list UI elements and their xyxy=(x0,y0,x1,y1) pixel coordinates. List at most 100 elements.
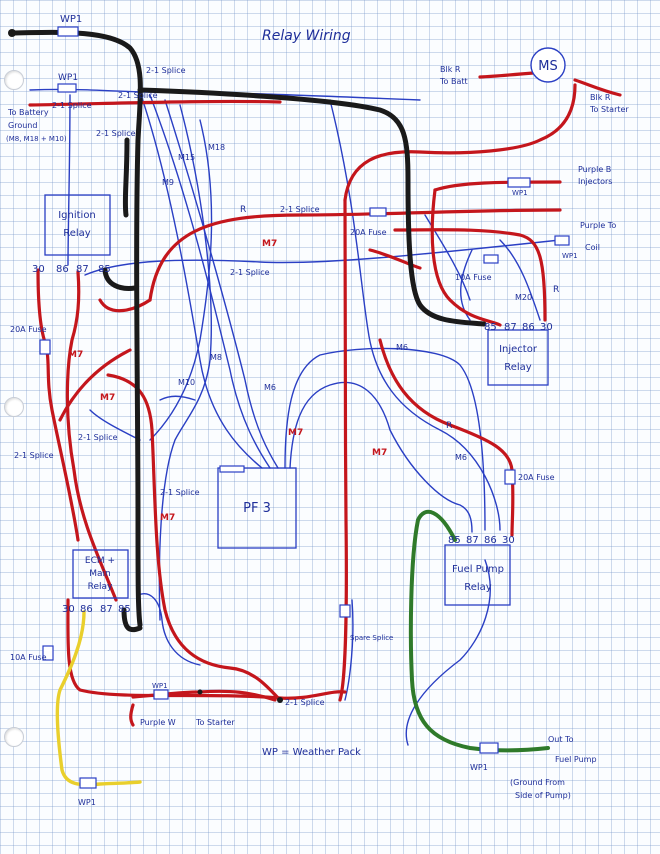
fuse-label: 10A Fuse xyxy=(455,273,492,282)
r-label: R xyxy=(240,205,246,215)
splice-label: 2-1 Splice xyxy=(52,101,92,110)
fuse-label: 20A Fuse xyxy=(350,228,387,237)
red-wire-label: M7 xyxy=(68,350,83,360)
injector-relay-label-1: Injector xyxy=(499,344,538,355)
black-ground-wires xyxy=(9,29,487,633)
blue-wire xyxy=(344,599,354,701)
splice-label: 2-1 Splice xyxy=(160,488,200,497)
wire-id-label: M8 xyxy=(210,353,222,362)
fuse-holder xyxy=(504,469,516,485)
fuse-label: 10A Fuse xyxy=(10,653,47,662)
r-label: R xyxy=(553,285,559,295)
splice-label: 2-1 Splice xyxy=(280,205,320,214)
splice-label: 2-1 Splice xyxy=(78,433,118,442)
red-wire xyxy=(198,689,277,702)
wire-id-label: M6 xyxy=(396,343,408,352)
ignition-relay-box xyxy=(44,194,111,256)
red-wire xyxy=(106,373,282,702)
wire-id-label: M9 xyxy=(162,178,174,187)
splice-label: 2-1 Splice xyxy=(230,268,270,277)
to-battery-ground-label-1: To Battery xyxy=(7,108,49,117)
injector-relay-pin-87: 87 xyxy=(504,322,517,333)
black-wire xyxy=(121,607,143,633)
ignition-relay-pin-87: 87 xyxy=(76,264,89,275)
wire-id-label: M6 xyxy=(455,453,467,462)
r-label: R xyxy=(446,421,452,431)
blue-signal-wires xyxy=(29,88,561,746)
splice-label: 2-1 Splice xyxy=(285,698,325,707)
wp-connector xyxy=(57,26,79,37)
blue-wire xyxy=(164,99,279,469)
ecm-main-relay: ECM + Main Relay 30 86 87 85 xyxy=(62,549,131,615)
blk-r-to-batt-label-2: To Batt xyxy=(439,77,468,86)
wp1-label: WP1 xyxy=(512,189,528,197)
wire-id-label: M20 xyxy=(515,293,532,302)
red-wire-label: M7 xyxy=(262,239,277,249)
ignition-relay: Ignition Relay 30 86 87 85 xyxy=(32,194,111,275)
red-wire-label: M7 xyxy=(100,393,115,403)
ecm-relay-pin-86: 86 xyxy=(80,604,93,615)
pf3-tab xyxy=(219,465,245,473)
red-wire xyxy=(368,248,422,270)
splice-point xyxy=(197,689,203,695)
ecm-relay-box xyxy=(72,549,129,599)
out-to-fuel-pump-label-1: Out To xyxy=(548,735,574,744)
ms-circle xyxy=(530,47,566,83)
red-power-wires xyxy=(28,70,622,727)
to-battery-ground-label-2: Ground xyxy=(8,121,37,130)
fuse-holder xyxy=(42,645,54,661)
ignition-relay-pin-30: 30 xyxy=(32,264,45,275)
purple-b-label-1: Purple B xyxy=(578,165,611,174)
legend-note: WP = Weather Pack xyxy=(262,747,361,758)
fuse-holder xyxy=(39,339,51,355)
injector-relay-pin-85: 85 xyxy=(484,322,497,333)
wp1-label: WP1 xyxy=(60,14,82,25)
fuel-pump-relay-pin-86: 86 xyxy=(484,535,497,546)
purple-w-to-starter-label-2: To Starter xyxy=(195,718,235,727)
blue-wire xyxy=(137,593,201,666)
purple-b-label-2: Injectors xyxy=(578,177,612,186)
fuse-label: 20A Fuse xyxy=(518,473,555,482)
spare-splice-connector xyxy=(339,604,351,618)
binder-hole xyxy=(4,727,24,747)
wp1-label: WP1 xyxy=(562,252,578,260)
red-wire xyxy=(338,198,348,702)
blk-r-to-starter-label-2: To Starter xyxy=(589,105,629,114)
injector-relay-pin-86: 86 xyxy=(522,322,535,333)
red-wire-label: M7 xyxy=(372,448,387,458)
fuel-pump-relay-label-2: Relay xyxy=(464,582,492,593)
blue-wire xyxy=(67,94,71,266)
ecm-relay-pin-85: 85 xyxy=(118,604,131,615)
red-wire xyxy=(430,188,502,327)
wp-connector xyxy=(507,177,531,188)
wire-id-label: M6 xyxy=(264,383,276,392)
ignition-relay-label-1: Ignition xyxy=(58,210,96,221)
ecm-relay-label-1: ECM + xyxy=(85,556,115,566)
splice-label: 2-1 Splice xyxy=(96,129,136,138)
black-wire xyxy=(137,87,487,327)
fuel-pump-relay-box xyxy=(444,544,511,606)
wp-connector xyxy=(554,235,570,246)
blue-wire xyxy=(289,381,473,533)
splice-label: 2-1 Splice xyxy=(146,66,186,75)
ms-component: MS xyxy=(530,47,566,83)
ground-from-label-1: (Ground From xyxy=(510,778,565,787)
wire-labels: WP1 WP1 To Battery Ground (M8, M18 + M10… xyxy=(6,14,629,807)
purple-to-coil-label-2: Coil xyxy=(585,243,600,252)
red-wire xyxy=(129,703,135,727)
blue-wire xyxy=(149,94,271,469)
blue-wire xyxy=(405,559,491,746)
blue-wire xyxy=(89,409,141,441)
wp-connector xyxy=(153,689,169,700)
fuse-label: 20A Fuse xyxy=(10,325,47,334)
wp1-label: WP1 xyxy=(78,798,96,807)
blue-wire xyxy=(149,119,213,441)
blue-wire xyxy=(159,395,196,401)
red-wire xyxy=(433,180,562,192)
binder-hole xyxy=(4,70,24,90)
red-wire xyxy=(148,208,562,302)
spare-splice-label: Spare Splice xyxy=(350,634,393,642)
blue-wire xyxy=(84,239,561,276)
